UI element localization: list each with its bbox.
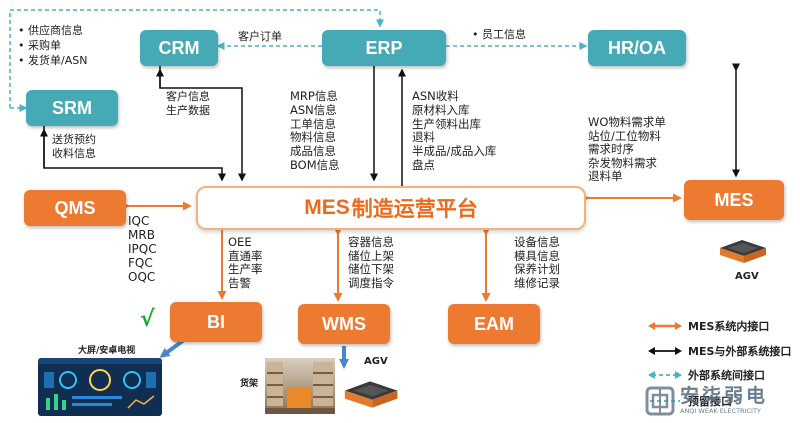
brand-logo: 安柒弱电 ANQI WEAK ELECTRICITY xyxy=(644,381,796,421)
legend-orange-arrow-icon xyxy=(648,322,682,330)
legend-internal: MES系统内接口 xyxy=(648,318,769,334)
qms-box[interactable]: QMS xyxy=(24,190,126,226)
dashboard-screen-icon xyxy=(38,358,162,416)
legend-reserved-icon xyxy=(650,400,680,402)
brand-name-en: ANQI WEAK ELECTRICITY xyxy=(680,407,761,416)
mes-equipment-info: WO物料需求单 站位/工位物料 需求时序 杂发物料需求 退料单 xyxy=(588,115,666,183)
agv-robot-icon xyxy=(720,240,766,263)
customer-order-label: 客户订单 xyxy=(238,30,282,43)
agv-bottom-label: AGV xyxy=(364,356,388,367)
platform-title-latin: MES xyxy=(304,196,350,219)
legend-dashed-arrow-icon xyxy=(648,371,682,379)
srm-erp-info: 供应商信息 采购单 发货单/ASN xyxy=(18,23,87,68)
erp-to-mes-info: MRP信息 ASN信息 工单信息 物料信息 成品信息 BOM信息 xyxy=(290,89,340,172)
legend-reserved: 预留接口 xyxy=(648,393,732,409)
check-icon: √ xyxy=(140,307,155,332)
qms-info: IQC MRB IPQC FQC OQC xyxy=(128,214,157,284)
wms-info: 容器信息 储位上架 储位下架 调度指令 xyxy=(348,235,394,290)
brand-logo-icon xyxy=(645,386,675,416)
crm-mes-info: 客户信息 生产数据 xyxy=(166,90,210,117)
legend-label: MES系统内接口 xyxy=(688,320,770,333)
dashboard-caption: 大屏/安卓电视 xyxy=(78,346,136,356)
agv-right-label: AGV xyxy=(735,271,759,282)
legend-label: MES与外部系统接口 xyxy=(688,345,792,358)
list-item: 发货单/ASN xyxy=(18,53,87,68)
hr-info: 员工信息 xyxy=(472,27,526,42)
agv-robot-bottom-icon xyxy=(344,381,398,408)
legend-between-external: 外部系统间接口 xyxy=(648,367,765,383)
list-item: 员工信息 xyxy=(472,27,526,42)
mes-platform[interactable]: MES 制造运营平台 xyxy=(196,186,586,230)
mes-right-box[interactable]: MES xyxy=(684,180,784,220)
list-item: 供应商信息 xyxy=(18,23,87,38)
srm-box[interactable]: SRM xyxy=(26,90,118,126)
warehouse-shelf-icon xyxy=(265,358,335,414)
legend-black-arrow-icon xyxy=(648,347,682,355)
brand-name-cn: 安柒弱电 xyxy=(680,385,769,408)
list-item: 采购单 xyxy=(18,38,87,53)
crm-box[interactable]: CRM xyxy=(140,30,218,66)
srm-mes-info: 送货预约 收料信息 xyxy=(52,133,96,160)
legend-external: MES与外部系统接口 xyxy=(648,343,791,359)
shelf-caption: 货架 xyxy=(240,379,259,389)
wms-box[interactable]: WMS xyxy=(298,304,390,344)
eam-box[interactable]: EAM xyxy=(448,304,540,344)
bi-box[interactable]: BI xyxy=(170,302,262,342)
erp-box[interactable]: ERP xyxy=(322,30,446,66)
bi-info: OEE 直通率 生产率 告警 xyxy=(228,235,263,290)
eam-info: 设备信息 模具信息 保养计划 维修记录 xyxy=(514,235,560,290)
mes-to-erp-info: ASN收料 原材料入库 生产领料出库 退料 半成品/成品入库 盘点 xyxy=(412,89,497,172)
hroa-box[interactable]: HR/OA xyxy=(588,30,686,66)
legend-label: 外部系统间接口 xyxy=(688,369,765,382)
legend-label: 预留接口 xyxy=(688,395,732,408)
platform-title-cn: 制造运营平台 xyxy=(351,197,478,221)
